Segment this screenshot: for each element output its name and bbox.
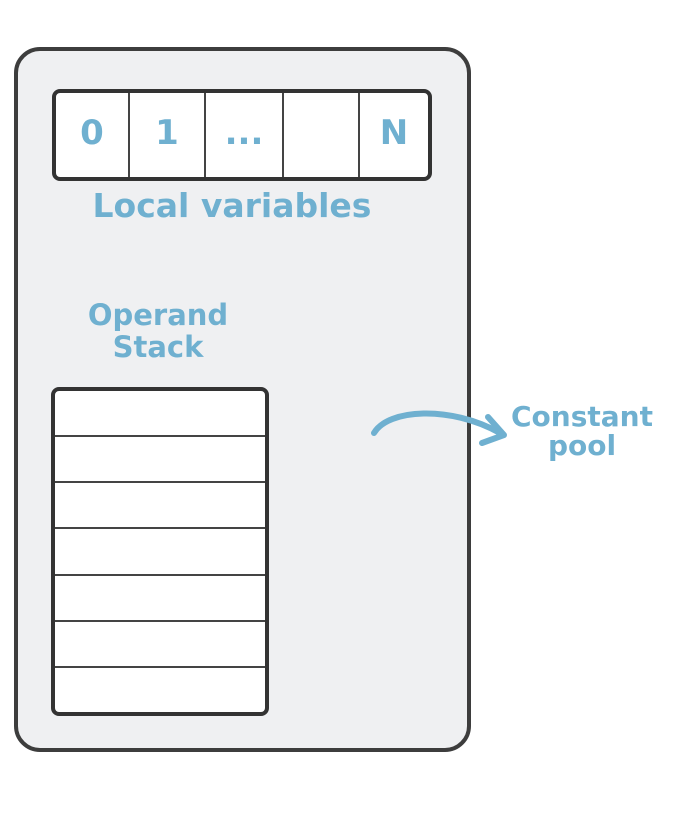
- constant-pool-arrow-icon: [371, 410, 507, 446]
- local-variable-slot: ...: [206, 93, 284, 177]
- operand-stack-slot: [55, 576, 265, 622]
- operand-stack-slot: [55, 437, 265, 484]
- local-variable-slot: 0: [56, 93, 130, 177]
- constant-pool-label-line1: Constant: [511, 400, 653, 433]
- operand-stack-label-line1: Operand: [87, 298, 229, 332]
- constant-pool-label-line2: pool: [547, 429, 617, 463]
- operand-stack-slot: [55, 622, 265, 668]
- operand-stack-slot: [55, 668, 265, 712]
- operand-stack-slot: [55, 483, 265, 530]
- operand-stack-slot: [55, 391, 265, 438]
- local-variable-slot: N: [379, 113, 409, 153]
- local-variable-slot: 1: [130, 93, 206, 177]
- operand-stack: [51, 387, 269, 716]
- local-variable-slot: [284, 93, 360, 177]
- local-variables-label: Local variables: [92, 186, 372, 225]
- operand-stack-label-line2: Stack: [112, 329, 204, 364]
- operand-stack-label: Operand Stack: [60, 298, 256, 364]
- constant-pool-label: Constant pool: [502, 402, 662, 461]
- operand-stack-slot: [55, 529, 265, 576]
